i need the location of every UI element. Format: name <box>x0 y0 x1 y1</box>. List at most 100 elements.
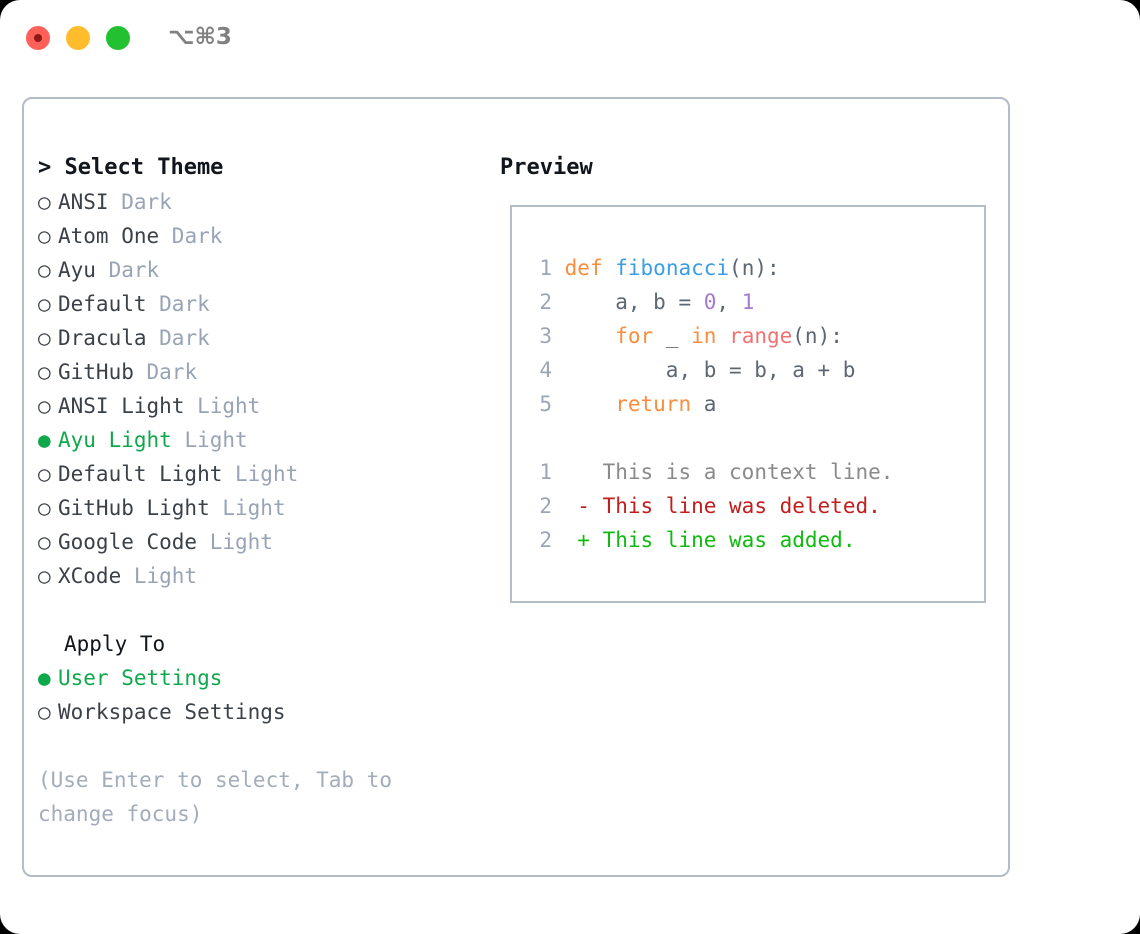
code-token <box>565 392 616 416</box>
line-number: 1 <box>539 460 552 484</box>
code-token: 1 <box>741 290 755 314</box>
code-token: range <box>729 324 793 348</box>
theme-name: Default Light <box>58 462 236 486</box>
preview-column: Preview 1 def fibonacci(n):2 a, b = 0, 1… <box>500 151 990 603</box>
apply-to-label: Workspace Settings <box>58 700 286 724</box>
diff-line-ctx: 1 This is a context line. <box>526 455 893 489</box>
code-token: a, b = b, a + b <box>564 358 856 382</box>
close-window-button[interactable] <box>26 26 50 50</box>
theme-variant-badge: Dark <box>146 360 198 384</box>
diff-text: This is a context line. <box>589 460 894 484</box>
theme-option-github[interactable]: ○ GitHub Dark <box>38 355 488 389</box>
keyboard-shortcut-label: ⌥⌘3 <box>168 24 232 50</box>
radio-unselected-icon: ○ <box>38 292 51 316</box>
code-token: _ <box>653 324 692 348</box>
theme-variant-badge: Light <box>222 496 286 520</box>
radio-unselected-icon: ○ <box>38 496 51 520</box>
diff-line-del: 2 - This line was deleted. <box>526 489 893 523</box>
theme-variant-badge: Dark <box>171 224 223 248</box>
apply-to-option-user-settings[interactable]: ●User Settings <box>38 661 488 695</box>
theme-list[interactable]: ○ANSI Dark○Atom One Dark○Ayu Dark○Defaul… <box>38 185 488 593</box>
minimize-window-button[interactable] <box>66 26 90 50</box>
code-line: 3 for _ in range(n): <box>526 319 893 353</box>
apply-to-list[interactable]: ●User Settings○Workspace Settings <box>38 661 488 729</box>
apply-to-heading: Apply To <box>64 632 166 656</box>
code-token: 0 <box>703 290 717 314</box>
theme-variant-badge: Dark <box>108 258 160 282</box>
theme-option-github-light[interactable]: ○ GitHub Light Light <box>38 491 488 525</box>
maximize-window-button[interactable] <box>106 26 130 50</box>
radio-selected-icon: ● <box>38 666 51 690</box>
theme-name: Atom One <box>58 224 172 248</box>
theme-option-xcode[interactable]: ○ XCode Light <box>38 559 488 593</box>
radio-unselected-icon: ○ <box>38 530 51 554</box>
theme-variant-badge: Light <box>184 428 248 452</box>
theme-name: Google Code <box>58 530 210 554</box>
theme-option-ansi-light[interactable]: ○ ANSI Light Light <box>38 389 488 423</box>
diff-line-add: 2 + This line was added. <box>526 523 893 557</box>
radio-unselected-icon: ○ <box>38 564 51 588</box>
radio-unselected-icon: ○ <box>38 258 51 282</box>
theme-variant-badge: Dark <box>159 292 210 316</box>
line-number: 1 <box>539 256 552 280</box>
title-bar: ⌥⌘3 <box>0 0 1140 76</box>
code-line: 2 a, b = 0, 1 <box>526 285 893 319</box>
line-number: 2 <box>539 290 552 314</box>
diff-marker: + <box>577 528 590 552</box>
radio-unselected-icon: ○ <box>38 462 51 486</box>
code-token: in <box>691 324 717 348</box>
radio-unselected-icon: ○ <box>38 360 51 384</box>
theme-name: GitHub Light <box>58 496 223 520</box>
code-line: 1 def fibonacci(n): <box>526 251 893 285</box>
apply-to-option-workspace-settings[interactable]: ○Workspace Settings <box>38 695 488 729</box>
preview-heading: Preview <box>500 155 593 180</box>
radio-unselected-icon: ○ <box>38 394 51 418</box>
theme-variant-badge: Dark <box>121 190 172 214</box>
theme-variant-badge: Light <box>197 394 261 418</box>
theme-option-ayu-light[interactable]: ● Ayu Light Light <box>38 423 488 457</box>
theme-option-ayu[interactable]: ○ Ayu Dark <box>38 253 488 287</box>
diff-text: This line was added. <box>589 528 856 552</box>
spacer <box>38 729 488 763</box>
theme-variant-badge: Dark <box>159 326 210 350</box>
keyboard-hint-text: (Use Enter to select, Tab to change focu… <box>38 768 393 826</box>
theme-name: XCode <box>58 564 134 588</box>
spacer <box>38 593 488 627</box>
line-number: 2 <box>539 528 552 552</box>
theme-name: ANSI <box>58 190 122 214</box>
radio-unselected-icon: ○ <box>38 190 51 214</box>
theme-variant-badge: Light <box>235 462 299 486</box>
theme-name: ANSI Light <box>58 394 198 418</box>
theme-option-default[interactable]: ○ Default Dark <box>38 287 488 321</box>
theme-name: Dracula <box>58 326 160 350</box>
theme-option-google-code[interactable]: ○Google Code Light <box>38 525 488 559</box>
theme-name: Ayu Light <box>58 428 185 452</box>
theme-option-ansi[interactable]: ○ ANSI Dark <box>38 185 488 219</box>
theme-name: Default <box>58 292 160 316</box>
code-token: (n): <box>792 324 843 348</box>
code-token: return <box>615 392 692 416</box>
theme-option-atom-one[interactable]: ○Atom One Dark <box>38 219 488 253</box>
code-line: 5 return a <box>526 387 893 421</box>
theme-option-default-light[interactable]: ○ Default Light Light <box>38 457 488 491</box>
code-token: fibonacci <box>615 256 730 280</box>
select-theme-heading: > Select Theme <box>38 155 224 180</box>
theme-name: GitHub <box>58 360 147 384</box>
diff-marker <box>577 460 590 484</box>
code-line: 4 a, b = b, a + b <box>526 353 893 387</box>
theme-picker-panel: > Select Theme ○ANSI Dark○Atom One Dark○… <box>22 97 1010 877</box>
code-token: a <box>691 392 717 416</box>
line-number: 5 <box>539 392 552 416</box>
theme-name: Ayu <box>58 258 109 282</box>
code-token: def <box>564 256 603 280</box>
radio-selected-icon: ● <box>38 428 51 452</box>
theme-variant-badge: Light <box>133 564 198 588</box>
theme-option-dracula[interactable]: ○Dracula Dark <box>38 321 488 355</box>
code-token: for <box>615 324 654 348</box>
code-token: (n): <box>729 256 780 280</box>
code-diff-separator <box>526 421 893 455</box>
line-number: 3 <box>539 324 552 348</box>
